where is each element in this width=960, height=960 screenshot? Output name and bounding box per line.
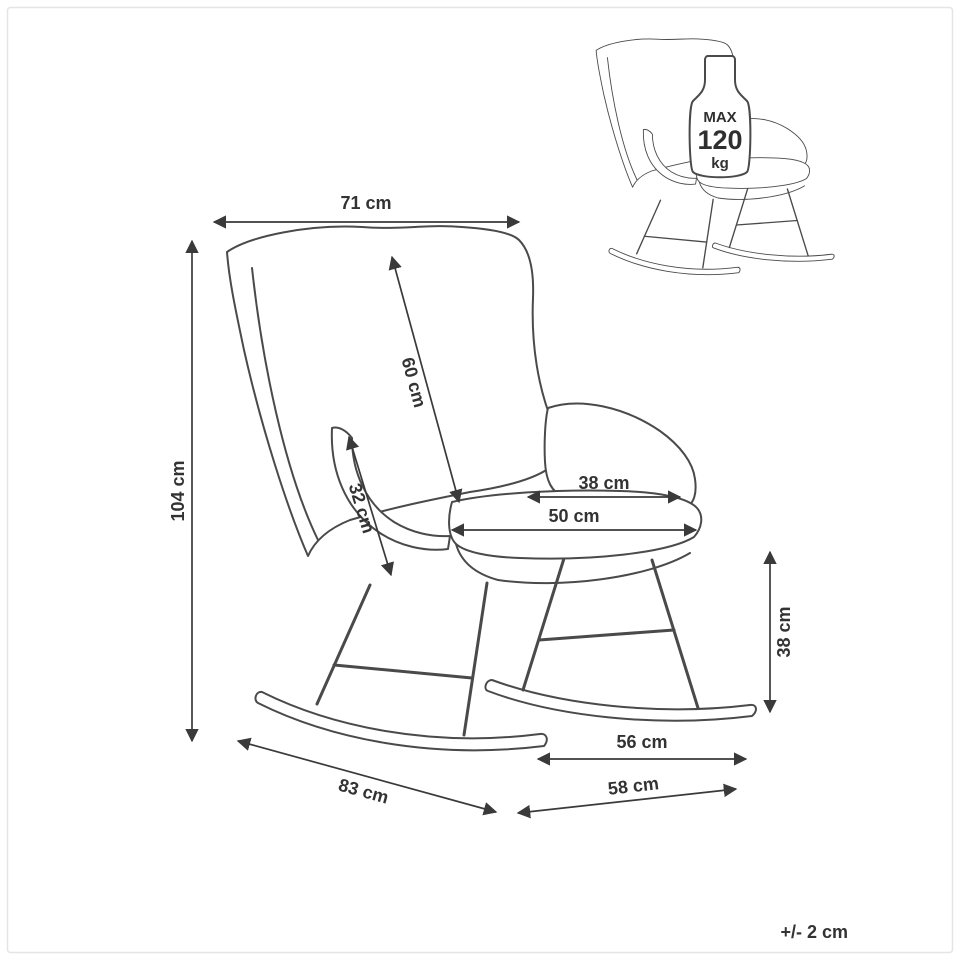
dim-label-base-width: 58 cm: [607, 773, 660, 799]
weight-unit: kg: [711, 155, 729, 172]
dimension-arrows: [185, 215, 777, 819]
dim-arrow-armrest-height: [346, 435, 394, 577]
dim-label-seat-height: 38 cm: [774, 606, 794, 657]
dim-arrow-rocker-length: [236, 737, 498, 816]
weight-value: 120: [697, 125, 742, 155]
dim-label-rocker-length: 83 cm: [336, 775, 391, 808]
weight-bottle-icon: [688, 55, 752, 179]
weight-badge: MAX 120 kg: [688, 55, 752, 179]
dim-label-base-inner-width: 56 cm: [616, 732, 667, 752]
dim-arrow-backrest-length: [388, 255, 463, 504]
dim-label-total-height: 104 cm: [168, 460, 188, 521]
weight-max-label: MAX: [703, 109, 736, 126]
dim-label-backrest-top-width: 71 cm: [340, 193, 391, 213]
image-border: [6, 6, 954, 954]
rocking-chair-drawing: [225, 224, 758, 752]
tolerance-note: +/- 2 cm: [780, 922, 848, 942]
dim-arrow-base-width: [516, 783, 738, 819]
dim-label-seat-depth: 38 cm: [578, 473, 629, 493]
dim-label-seat-width: 50 cm: [548, 506, 599, 526]
